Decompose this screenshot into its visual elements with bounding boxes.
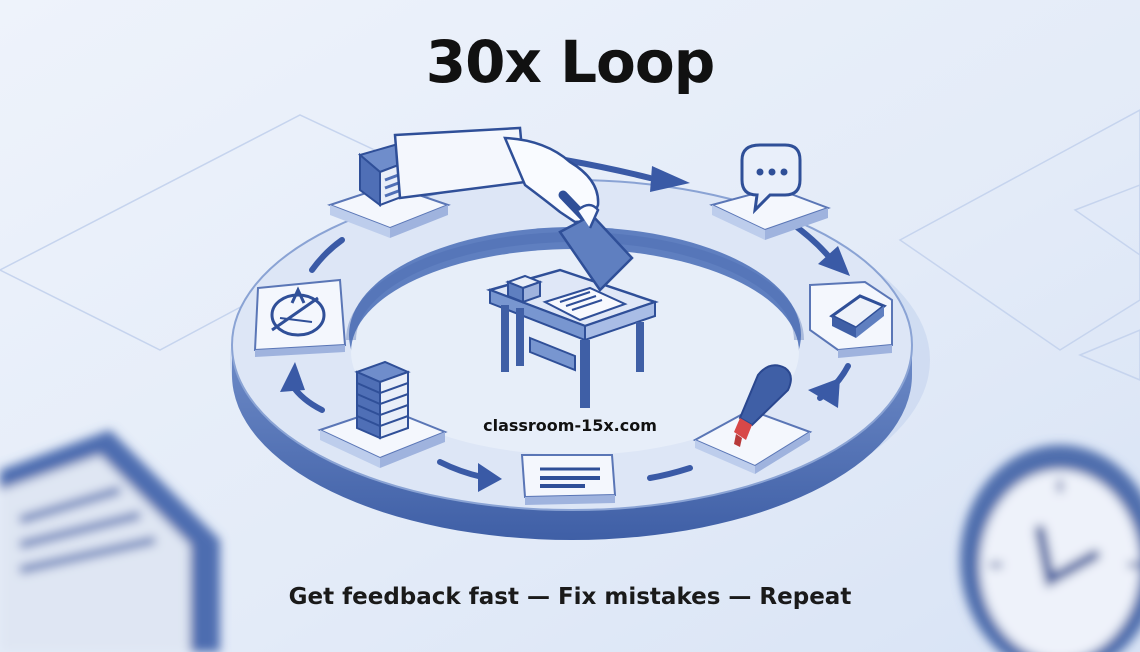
marker-icon (692, 364, 813, 474)
page-title: 30x Loop (425, 28, 716, 96)
paper-icon (542, 286, 628, 322)
chat-bubble-icon (709, 143, 831, 240)
clock-icon (960, 445, 1140, 652)
hand-icon (393, 126, 634, 292)
compass-icon (253, 278, 347, 357)
eraser-icon (809, 280, 893, 358)
blurred-book-icon (0, 430, 220, 652)
watermark-text: classroom-15x.com (483, 416, 657, 435)
book-stack-icon (317, 360, 448, 468)
loop-ring-side (232, 345, 912, 540)
desk-icon (486, 268, 659, 408)
caption-text: Get feedback fast — Fix mistakes — Repea… (288, 584, 852, 610)
strikethrough-text-icon (520, 454, 617, 505)
